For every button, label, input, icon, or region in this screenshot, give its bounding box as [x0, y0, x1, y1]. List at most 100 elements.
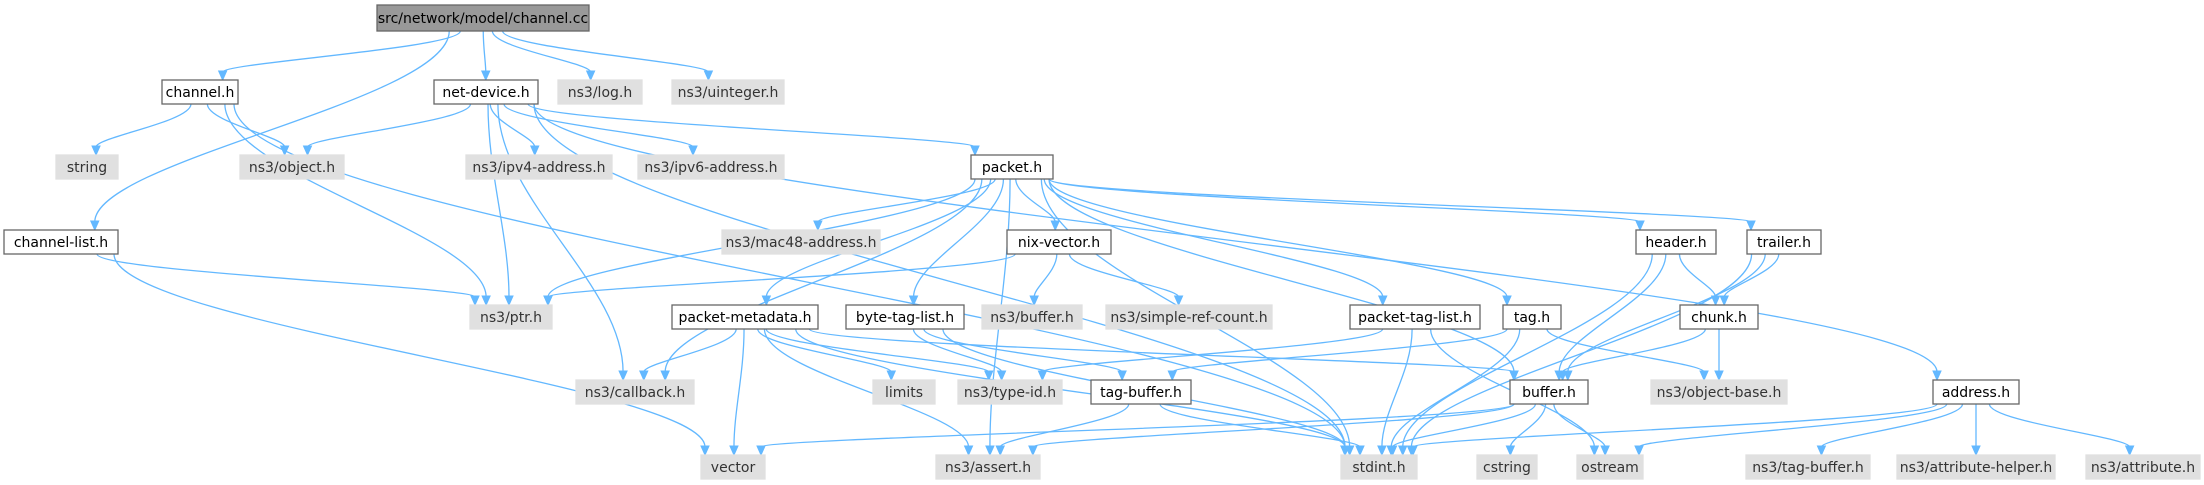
edge-packet_h-to-byte_tag_list_h — [908, 178, 1005, 307]
node-box — [637, 154, 785, 180]
arrowhead — [1173, 295, 1184, 307]
arrowhead — [618, 370, 628, 382]
edge-packet_metadata_h-to-vector — [729, 328, 745, 457]
node-chunk-h[interactable]: chunk.h — [1679, 304, 1759, 330]
node-address-h[interactable]: address.h — [1932, 379, 2020, 405]
edge-address_h-to-ostream — [1634, 403, 1948, 457]
node-ns3-ptr-h: ns3/ptr.h — [469, 304, 553, 330]
node-buffer-h[interactable]: buffer.h — [1509, 379, 1589, 405]
arrowhead — [970, 145, 980, 157]
node-label: ns3/ipv4-address.h — [472, 160, 605, 176]
node-label: ns3/assert.h — [945, 460, 1031, 476]
node-label: tag-buffer.h — [1100, 385, 1182, 401]
node-label: ns3/ipv6-address.h — [644, 160, 777, 176]
node-label: ns3/object.h — [249, 160, 335, 176]
node-channel-h[interactable]: channel.h — [161, 79, 239, 105]
arrowhead — [470, 295, 480, 307]
node-packet-tag-list-h[interactable]: packet-tag-list.h — [1349, 304, 1481, 330]
node-label: packet-metadata.h — [678, 310, 811, 326]
node-box — [1090, 379, 1192, 405]
node-ns3-ipv4-address-h: ns3/ipv4-address.h — [465, 154, 613, 180]
node-ns3-callback-h: ns3/callback.h — [575, 379, 695, 405]
node-tag-h[interactable]: tag.h — [1502, 304, 1562, 330]
edge-byte_tag_list_h-to-tag_buffer_h — [923, 328, 1127, 382]
node-label: stdint.h — [1352, 460, 1405, 476]
edge-packet_metadata_h-to-ns3_callback_h — [639, 328, 737, 382]
node-box — [2085, 454, 2201, 480]
edge-net_device_h-to-address_h — [533, 103, 1942, 382]
node-packet-h[interactable]: packet.h — [970, 154, 1054, 180]
node-channel-list-h[interactable]: channel-list.h — [3, 229, 119, 255]
node-box — [671, 79, 785, 105]
node-ns3-object-h: ns3/object.h — [239, 154, 345, 180]
edge-channel_h-to-string — [91, 103, 192, 157]
arrowhead — [1600, 445, 1610, 457]
node-header-h[interactable]: header.h — [1635, 229, 1717, 255]
edge-packet_metadata_h-to-ns3_assert_h — [763, 328, 974, 457]
node-net-device-h[interactable]: net-device.h — [433, 79, 539, 105]
node-tag-buffer-h[interactable]: tag-buffer.h — [1090, 379, 1192, 405]
edge-net_device_h-to-packet_h — [527, 103, 980, 157]
node-box — [465, 154, 613, 180]
node-label: limits — [885, 385, 923, 401]
node-box — [161, 79, 239, 105]
node-box — [721, 229, 881, 255]
edge-channel_list_h-to-ns3_ptr_h — [96, 253, 480, 307]
node-box — [3, 229, 119, 255]
node-label: ns3/buffer.h — [990, 310, 1074, 326]
node-label: ns3/attribute-helper.h — [1900, 460, 2053, 476]
node-label: tag.h — [1514, 310, 1550, 326]
arrowhead — [963, 445, 974, 457]
arrowhead — [660, 370, 670, 382]
edge-tag_h-to-ns3_object_base_h — [1546, 328, 1709, 382]
nodes-layer: src/network/model/channel.cc channel.h net… — [3, 4, 2201, 480]
edge-packet_metadata_h-to-limits — [757, 328, 897, 382]
node-nix-vector-h[interactable]: nix-vector.h — [1006, 229, 1112, 255]
node-label: cstring — [1483, 460, 1531, 476]
edge-packet_h-to-header_h — [1048, 178, 1645, 232]
edge-packet_tag_list_h-to-ns3_type_id_h — [1037, 328, 1384, 382]
node-stdint-h: stdint.h — [1340, 454, 1418, 480]
edge-packet_h-to-tag_h — [1048, 178, 1512, 307]
edge-nix_vector_h-to-ns3_simple_ref_count_h — [1068, 253, 1184, 307]
node-ns3-attribute-h: ns3/attribute.h — [2085, 454, 2201, 480]
node-box — [671, 304, 819, 330]
node-box — [957, 379, 1063, 405]
edge-packet_h-to-nix_vector_h — [1015, 178, 1061, 232]
arrowhead — [908, 295, 919, 307]
edge-trailer_h-to-chunk_h — [1719, 253, 1780, 307]
arrowhead — [1746, 220, 1756, 232]
arrowhead — [1117, 370, 1127, 382]
arrowhead — [756, 445, 766, 457]
arrowhead — [1932, 370, 1942, 382]
node-byte-tag-list-h[interactable]: byte-tag-list.h — [845, 304, 965, 330]
arrowhead — [1028, 445, 1038, 457]
node-box — [55, 154, 119, 180]
edge-net_device_h-to-ns3_ptr_h — [487, 103, 514, 307]
arrowhead — [217, 70, 228, 82]
edge-chunk_h-to-buffer_h — [1557, 328, 1707, 382]
edge-packet_h-to-ns3_callback_h — [660, 178, 983, 382]
node-box — [970, 154, 1054, 180]
node-label: byte-tag-list.h — [856, 310, 954, 326]
edge-net_device_h-to-ns3_ipv6_address_h — [503, 103, 698, 157]
node-box — [1635, 229, 1717, 255]
node-channel-cc: src/network/model/channel.cc — [376, 4, 590, 32]
node-ns3-tag-buffer-h: ns3/tag-buffer.h — [1745, 454, 1871, 480]
edge-buffer_h-to-vector — [756, 403, 1515, 457]
node-label: string — [67, 160, 107, 176]
node-label: src/network/model/channel.cc — [378, 11, 588, 27]
node-box — [700, 454, 766, 480]
arrowhead — [1340, 445, 1350, 457]
node-box — [845, 304, 965, 330]
node-box — [557, 79, 643, 105]
node-packet-metadata-h[interactable]: packet-metadata.h — [671, 304, 819, 330]
node-box — [872, 379, 936, 405]
node-label: trailer.h — [1757, 235, 1811, 251]
edge-net_device_h-to-ns3_ipv4_address_h — [489, 103, 540, 157]
arrowhead — [1557, 370, 1568, 382]
node-label: nix-vector.h — [1018, 235, 1100, 251]
edge-tag_buffer_h-to-stdint_h — [1159, 403, 1365, 457]
node-trailer-h[interactable]: trailer.h — [1746, 229, 1822, 255]
